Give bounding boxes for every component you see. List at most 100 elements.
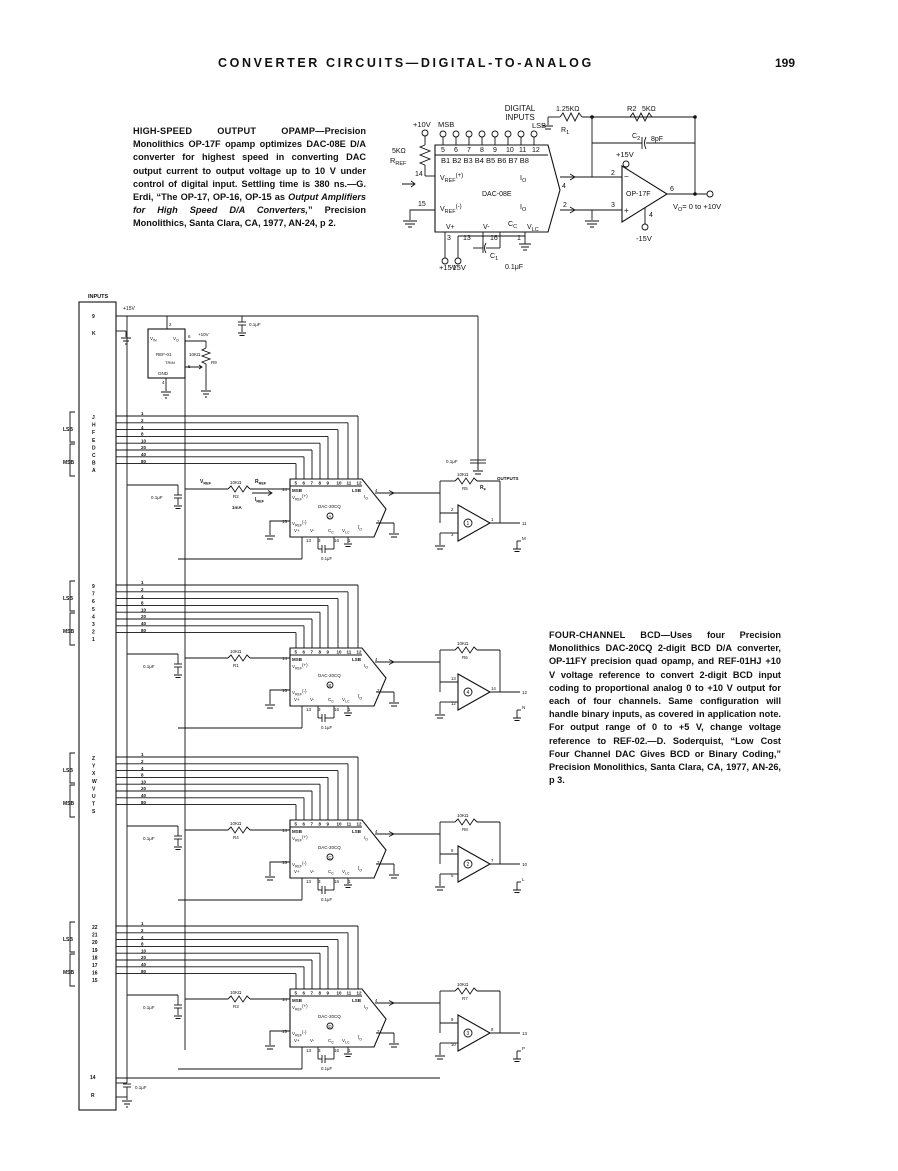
opamp-number-circle [463, 1028, 473, 1038]
ground-icon [585, 220, 599, 228]
ref-trim-label: TRIM [165, 360, 175, 365]
dac-pin-label: 8 [319, 481, 322, 486]
resistor-value: 10KΩ [230, 990, 242, 995]
dac-pin-label: 5 [295, 991, 298, 996]
caption-lead: HIGH-SPEED OUTPUT OPAMP— [133, 126, 325, 136]
resistor-name: R7 [462, 996, 468, 1001]
ground-letter: M [522, 536, 526, 541]
msb-label: MSB [438, 120, 454, 129]
ground-icon [513, 1058, 521, 1062]
cap-value: 0.1μF [446, 459, 458, 464]
dac-lsb-label: LSB [352, 488, 362, 493]
dac-pin-label: 7 [311, 822, 314, 827]
pin15-label: 15 [418, 201, 426, 208]
opamp-pin-label: 5 [451, 873, 454, 878]
dac-pin-label: 10 [337, 481, 343, 486]
connector-pin: S [92, 809, 96, 815]
output-pin-label: 10 [522, 862, 528, 867]
dac-vlc-label: VLC [342, 869, 350, 876]
feedback-resistor [454, 477, 478, 485]
io-label: IO [520, 175, 527, 184]
dac-pin-label: 5 [295, 481, 298, 486]
dac-pin-label: 6 [303, 650, 306, 655]
dac-pin13-label: 13 [306, 538, 312, 543]
op-17f-opamp [621, 165, 669, 223]
connector-pin: 18 [92, 955, 98, 961]
resistor-value: 10KΩ [457, 813, 469, 818]
opamp-pin-label: 1 [491, 517, 494, 522]
lsb-bracket [69, 921, 75, 953]
dac-io-bar-label: IO [358, 525, 362, 532]
dac-cc-label: CC [328, 869, 334, 876]
page-header: CONVERTER CIRCUITS—DIGITAL-TO-ANALOG 199 [0, 56, 898, 76]
dac-vlc-label: VLC [342, 697, 350, 704]
vo-output-terminal [706, 190, 714, 198]
connector-pin: D [92, 445, 96, 451]
bit-weight: 20 [141, 786, 147, 791]
pin16-label: 16 [490, 235, 498, 242]
bit-weight: 20 [141, 445, 147, 450]
c2-label: C2 [632, 133, 640, 142]
dac-pin2-label: 2 [377, 519, 380, 524]
connector-pin: 16 [92, 971, 98, 977]
dac-pin-label: 12 [357, 822, 363, 827]
dac-pin16-label: 16 [334, 707, 340, 712]
caption-body: Precision Monolithics OP-17F opamp optim… [133, 126, 366, 203]
r9-trim-pot [200, 347, 212, 365]
pin1-label: 1 [517, 235, 521, 242]
bit-weight: 20 [141, 955, 147, 960]
resistor-value: 10KΩ [230, 649, 242, 654]
dac-pin-label: 8 [319, 822, 322, 827]
connector-pin: T [92, 802, 95, 808]
page-title: CONVERTER CIRCUITS—DIGITAL-TO-ANALOG [218, 56, 594, 70]
caption-reference-title: Output Amplifiers for High Speed D/A Con… [133, 192, 366, 216]
dac-pin-label: 7 [467, 147, 471, 154]
dac-pin4-label: 4 [375, 488, 378, 493]
bit-weight: 4 [141, 425, 144, 430]
connector-pin: 21 [92, 933, 98, 939]
bit-weight: 1 [141, 921, 144, 926]
dac-letter: A [328, 514, 331, 519]
dac-name: DAC-20CQ [318, 1014, 341, 1019]
minus15v-label: -15V [450, 263, 466, 272]
opamp-pin-label: 3 [451, 532, 454, 537]
vlc-label: VLC [527, 224, 539, 233]
pin14-label: 14 [415, 171, 423, 178]
dac-pin-label: 8 [319, 991, 322, 996]
dac-pin-label: 9 [327, 481, 330, 486]
dac-pin-label: 9 [327, 991, 330, 996]
resistor-name: R8 [462, 827, 468, 832]
dac-pin4-label: 4 [375, 998, 378, 1003]
ground-icon [265, 876, 275, 881]
op-pin3-label: 3 [611, 202, 615, 209]
cap-value: 0.1μF [321, 897, 332, 902]
ground-icon [389, 874, 399, 879]
dac-pin-label: 11 [347, 822, 352, 827]
cap-value: 0.1μF [135, 1085, 147, 1090]
opamp-pin-label: 2 [451, 507, 454, 512]
minus15v-terminal [454, 257, 462, 265]
lsb-label: LSB [532, 121, 546, 130]
ref-pin-label: 4 [162, 380, 165, 385]
connector-pin: K [92, 331, 96, 337]
connector-pin: C [92, 453, 96, 459]
op-amp-name: OP-17F [626, 191, 651, 198]
resistor-value: 10KΩ [457, 982, 469, 987]
connector-pin: J [92, 415, 95, 421]
connector-pin: Z [92, 756, 95, 762]
ground-icon [174, 505, 182, 509]
ground-icon [435, 714, 445, 719]
dac-io-label: IO [364, 494, 368, 501]
opamp-number: 2 [467, 862, 470, 868]
ground-icon [344, 884, 352, 888]
dac-vref-minus-label: VREF(-) [292, 689, 307, 697]
pot-name: R9 [211, 360, 217, 365]
bit-weight: 8 [141, 942, 144, 947]
dac-io-label: IO [364, 835, 368, 842]
ground-icon [435, 1055, 445, 1060]
ground-icon [174, 674, 182, 678]
dac-pin-label: 10 [337, 991, 343, 996]
r-ref-label: RREF [390, 156, 407, 167]
